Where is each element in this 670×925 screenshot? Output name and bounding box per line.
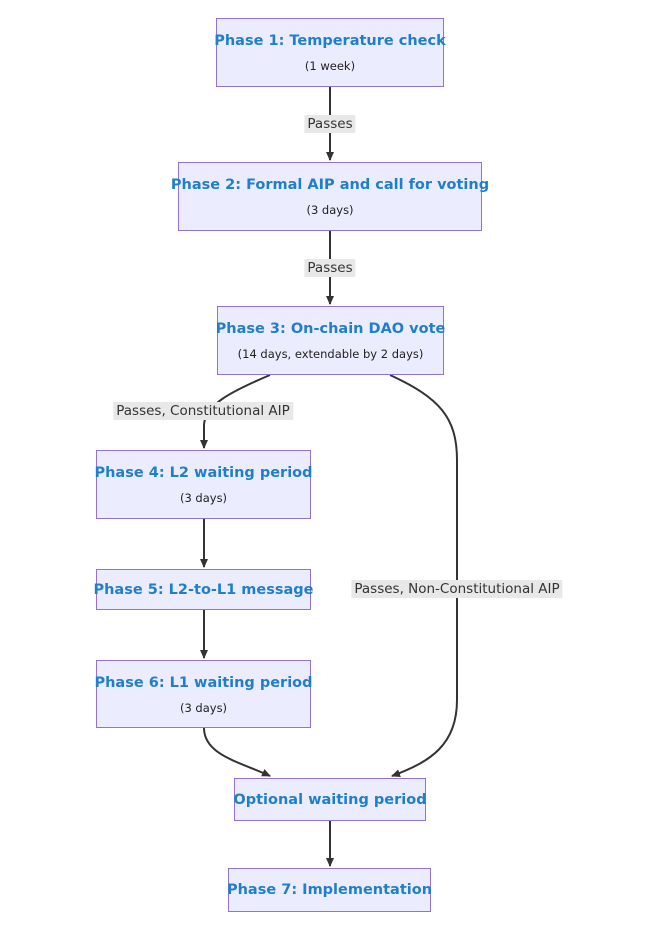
node-phase-6: Phase 6: L1 waiting period (3 days) xyxy=(94,660,313,728)
edge-phase6-to-optional xyxy=(203,727,271,777)
node-phase-7: Phase 7: Implementation xyxy=(226,868,433,912)
node-phase-3-title: Phase 3: On-chain DAO vote xyxy=(215,321,446,337)
node-phase-2: Phase 2: Formal AIP and call for voting … xyxy=(171,162,489,231)
edge-label-constitutional: Passes, Constitutional AIP xyxy=(113,402,293,420)
edge-label-non-constitutional: Passes, Non-Constitutional AIP xyxy=(351,580,563,598)
node-phase-5-title: Phase 5: L2-to-L1 message xyxy=(93,581,314,598)
node-phase-4-title: Phase 4: L2 waiting period xyxy=(94,465,313,481)
node-phase-5: Phase 5: L2-to-L1 message xyxy=(93,569,314,610)
node-phase-4-duration: (3 days) xyxy=(179,491,228,505)
node-phase-3-duration: (14 days, extendable by 2 days) xyxy=(237,347,424,361)
node-optional-waiting: Optional waiting period xyxy=(233,778,427,821)
node-phase-3: Phase 3: On-chain DAO vote (14 days, ext… xyxy=(215,306,446,375)
node-phase-1-title: Phase 1: Temperature check xyxy=(214,33,446,49)
node-optional-waiting-title: Optional waiting period xyxy=(233,791,427,808)
node-phase-1: Phase 1: Temperature check (1 week) xyxy=(214,18,446,87)
edge-phase3-to-phase4 xyxy=(200,374,271,449)
node-phase-6-title: Phase 6: L1 waiting period xyxy=(94,674,313,691)
node-phase-4: Phase 4: L2 waiting period (3 days) xyxy=(94,450,313,519)
node-phase-2-title: Phase 2: Formal AIP and call for voting xyxy=(170,177,490,193)
edge-phase3-to-optional xyxy=(389,374,458,777)
node-phase-7-title: Phase 7: Implementation xyxy=(226,882,433,898)
node-phase-1-duration: (1 week) xyxy=(304,59,356,73)
node-phase-2-duration: (3 days) xyxy=(306,203,354,217)
node-phase-6-duration: (3 days) xyxy=(179,700,228,715)
edge-label-phase2-to-phase3: Passes xyxy=(304,259,356,277)
edge-label-phase1-to-phase2: Passes xyxy=(304,115,356,133)
